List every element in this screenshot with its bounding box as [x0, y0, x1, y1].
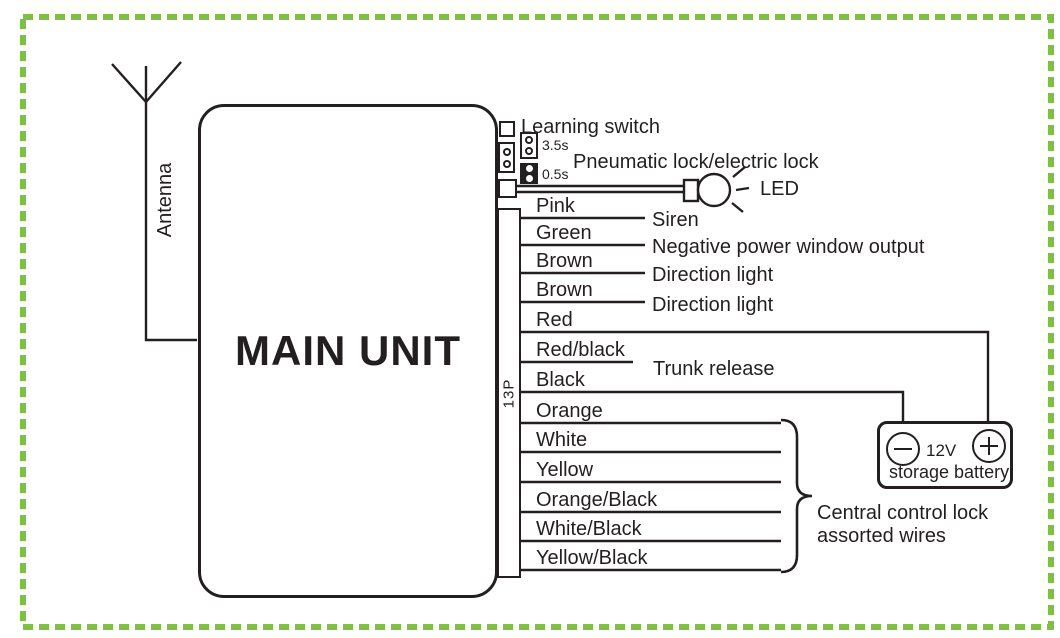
jumper-0-5s-closed-icon	[520, 163, 538, 184]
13p-connector: 13P	[497, 208, 521, 578]
led-bulb-base	[682, 178, 700, 203]
led-bulb-icon	[696, 172, 732, 208]
central-lock-group-label: Central control lock assorted wires	[817, 502, 988, 548]
dest-label-power-window: Negative power window output	[652, 236, 925, 258]
wire-label-orange-black: Orange/Black	[536, 489, 658, 511]
antenna-prong-right	[145, 61, 182, 103]
antenna-prong-left	[111, 63, 147, 103]
wire-label-brown-2: Brown	[536, 279, 593, 301]
dest-label-trunk-release: Trunk release	[653, 358, 775, 380]
jumper-pin-icon	[525, 165, 533, 172]
wire-label-red: Red	[536, 309, 573, 331]
main-unit-box: MAIN UNIT	[198, 104, 498, 598]
led-ray-bottom	[731, 202, 744, 213]
antenna-label: Antenna	[154, 162, 176, 238]
battery-voltage-label: 12V	[926, 441, 957, 460]
13p-connector-label: 13P	[500, 378, 518, 408]
led-ray-middle	[735, 186, 750, 192]
dest-label-direction-light-1: Direction light	[652, 264, 774, 286]
plus-terminal-icon	[972, 429, 1006, 463]
jumper-pin-icon	[525, 175, 533, 182]
led-connector	[498, 179, 517, 198]
group-brace	[780, 418, 813, 574]
learning-switch-label: Learning switch	[521, 116, 660, 138]
jumper-0-5s-label: 0.5s	[542, 166, 569, 182]
wire-label-white: White	[536, 429, 588, 451]
wire-black-to-battery-minus	[520, 390, 905, 422]
socket-pin-icon	[502, 147, 511, 156]
minus-terminal-icon	[886, 432, 920, 466]
wire-label-yellow: Yellow	[536, 459, 594, 481]
storage-battery-box	[877, 421, 1013, 489]
wire-label-red-black: Red/black	[536, 339, 625, 361]
central-lock-label-line1: Central control lock	[817, 502, 989, 524]
learning-switch-connector	[499, 121, 515, 137]
dashed-border	[20, 14, 1054, 630]
jumper-socket-icon	[498, 142, 515, 173]
battery-name-label: storage battery	[889, 462, 1010, 482]
wire-label-yellow-black: Yellow/Black	[536, 547, 648, 569]
wire-label-pink: Pink	[536, 195, 575, 217]
socket-pin-icon	[502, 159, 511, 168]
wire-label-white-black: White/Black	[536, 518, 642, 540]
wire-label-brown-1: Brown	[536, 250, 593, 272]
main-unit-label: MAIN UNIT	[235, 327, 461, 374]
jumper-pin-icon	[525, 147, 533, 155]
jumper-3-5s-label: 3.5s	[542, 137, 569, 153]
wire-label-orange: Orange	[536, 400, 603, 422]
wire-label-black: Black	[536, 369, 585, 391]
dest-label-siren: Siren	[652, 209, 699, 231]
wire-red-to-battery-plus	[520, 330, 990, 422]
jumper-3-5s-open-icon	[520, 132, 538, 159]
led-label: LED	[760, 178, 799, 200]
antenna-wire	[144, 66, 197, 342]
pneumatic-lock-label: Pneumatic lock/electric lock	[573, 151, 819, 173]
led-ray-top	[732, 166, 746, 178]
central-lock-label-line2: assorted wires	[817, 525, 946, 547]
wire-label-green: Green	[536, 222, 592, 244]
jumper-pin-icon	[525, 136, 533, 144]
dest-label-direction-light-2: Direction light	[652, 294, 774, 316]
